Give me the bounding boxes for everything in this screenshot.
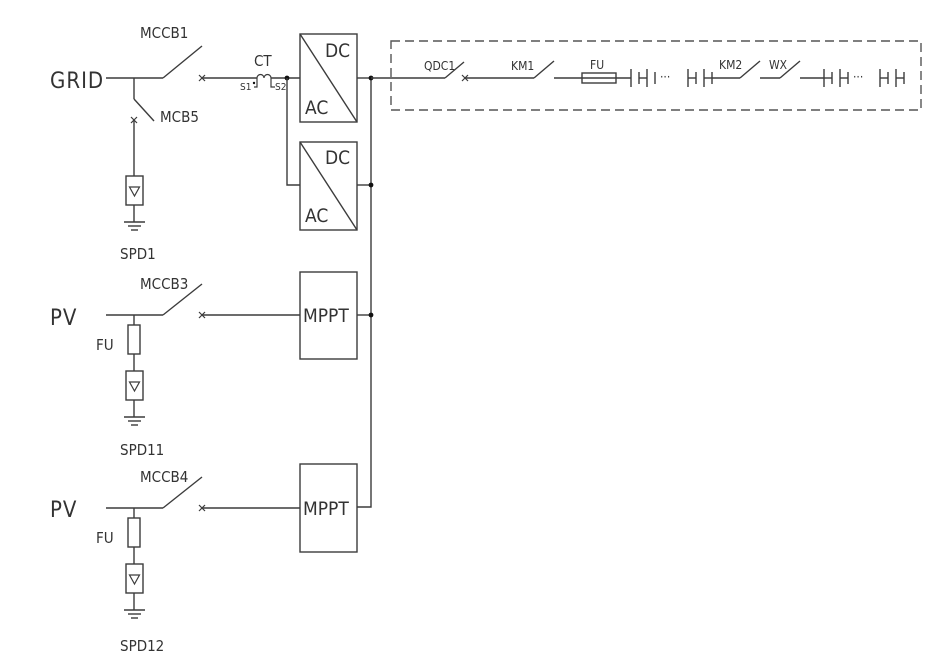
mcb5-breaker[interactable]	[130, 98, 155, 124]
pv2-label: PV	[50, 498, 77, 523]
km1-contactor[interactable]	[533, 60, 555, 79]
battery-enclosure-dashed-box	[390, 40, 922, 111]
mppt-1[interactable]	[299, 271, 358, 360]
current-transformer	[252, 73, 275, 88]
battery-cells-group-3	[823, 69, 849, 87]
converter1-dc-label: DC	[325, 40, 350, 62]
ground-icon	[124, 593, 145, 619]
mppt2-label: MPPT	[303, 498, 349, 520]
km2-contactor[interactable]	[739, 60, 761, 79]
spd1-label: SPD1	[120, 245, 156, 263]
battery-cells-group-2	[687, 69, 740, 87]
dc-ac-converter-2[interactable]	[299, 141, 358, 231]
wx-label: WX	[769, 58, 788, 72]
mcb5-label: MCB5	[160, 108, 199, 126]
grid-label: GRID	[50, 69, 104, 94]
battery-fuse	[581, 72, 631, 84]
mccb1-breaker[interactable]	[162, 45, 206, 82]
spd1-surge-protector	[125, 175, 144, 206]
inverter2-feed-line	[286, 78, 300, 186]
battery-cells-group-4	[879, 69, 905, 87]
battery-fuse-label: FU	[590, 58, 604, 72]
ct-s1-label: S1	[240, 82, 251, 93]
wx-switch[interactable]	[779, 60, 801, 79]
battery-cells-group-1	[630, 69, 656, 87]
converter2-ac-label: AC	[305, 205, 328, 227]
ground-icon	[124, 400, 145, 426]
converter1-ac-label: AC	[305, 97, 328, 119]
pv1-label: PV	[50, 306, 77, 331]
battery-ellipsis-2: ···	[853, 70, 863, 84]
qdc1-label: QDC1	[424, 59, 455, 73]
converter2-dc-label: DC	[325, 147, 350, 169]
mccb4-label: MCCB4	[140, 468, 188, 486]
spd11-surge-protector	[125, 370, 144, 401]
mppt-2[interactable]	[299, 463, 358, 553]
spd11-label: SPD11	[120, 441, 164, 459]
pv2-fuse	[127, 517, 141, 564]
km2-label: KM2	[719, 58, 742, 72]
pv1-fuse	[127, 324, 141, 371]
dc-bus	[357, 75, 374, 508]
mccb3-label: MCCB3	[140, 275, 188, 293]
pv2-fuse-label: FU	[96, 529, 114, 547]
ct-s2-label: S2	[275, 82, 286, 93]
battery-ellipsis-1: ···	[660, 70, 670, 84]
pv1-fuse-label: FU	[96, 336, 114, 354]
ground-icon	[124, 205, 145, 231]
km1-label: KM1	[511, 59, 534, 73]
ct-label: CT	[254, 52, 272, 70]
spd12-label: SPD12	[120, 637, 164, 655]
mccb1-label: MCCB1	[140, 24, 188, 42]
spd12-surge-protector	[125, 563, 144, 594]
mppt1-label: MPPT	[303, 305, 349, 327]
